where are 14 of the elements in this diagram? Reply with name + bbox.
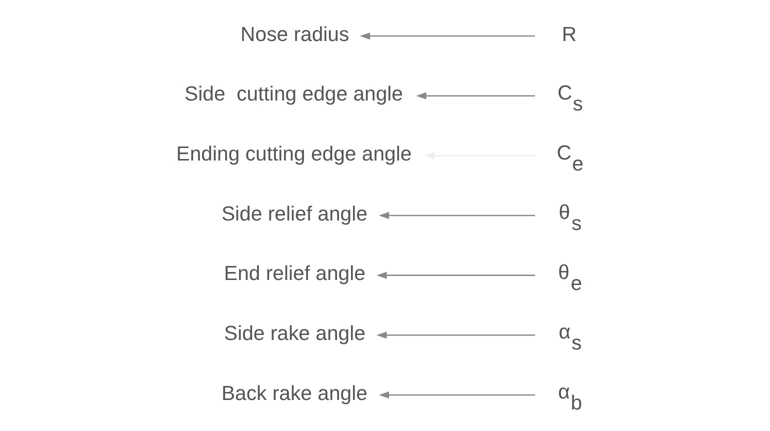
- node-text: Nose radius: [240, 24, 350, 46]
- node-text: End relief angle: [224, 263, 366, 286]
- arrow: [378, 212, 536, 220]
- node-text: Ending cutting edge angle: [176, 144, 412, 166]
- node-text: R: [562, 24, 577, 46]
- arrow: [360, 32, 536, 40]
- node-text: Side cutting edge angle: [184, 84, 404, 106]
- node-text: Side rake angle: [224, 322, 366, 345]
- node-text: Side relief angle: [221, 203, 368, 226]
- arrow: [376, 332, 536, 339]
- node-text: Back rake angle: [221, 382, 368, 405]
- arrow: [416, 92, 536, 100]
- arrow: [378, 391, 536, 399]
- arrow: [376, 272, 536, 279]
